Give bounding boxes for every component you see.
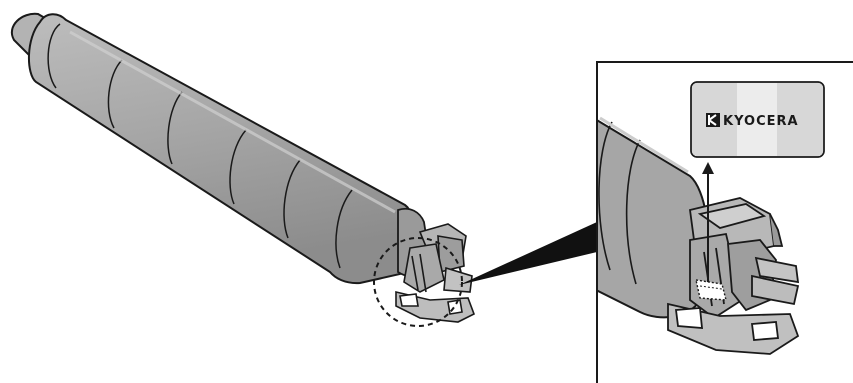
brand-label-text: KYOCERA — [723, 114, 799, 129]
toner-cartridge-body — [11, 12, 431, 285]
cartridge-tube — [27, 13, 416, 285]
inset-shutter-mechanism — [667, 197, 800, 355]
chip-highlight-circle — [373, 237, 463, 327]
inset-frame — [596, 61, 853, 383]
cartridge-ribs — [47, 23, 353, 269]
inset-detail-view: KYOCERA — [596, 61, 853, 383]
toner-chip — [695, 279, 727, 301]
kyocera-logo-icon — [706, 113, 720, 127]
callout-pointer — [459, 222, 597, 285]
arrow-head-icon — [702, 162, 714, 174]
brand-label: KYOCERA — [690, 81, 825, 158]
